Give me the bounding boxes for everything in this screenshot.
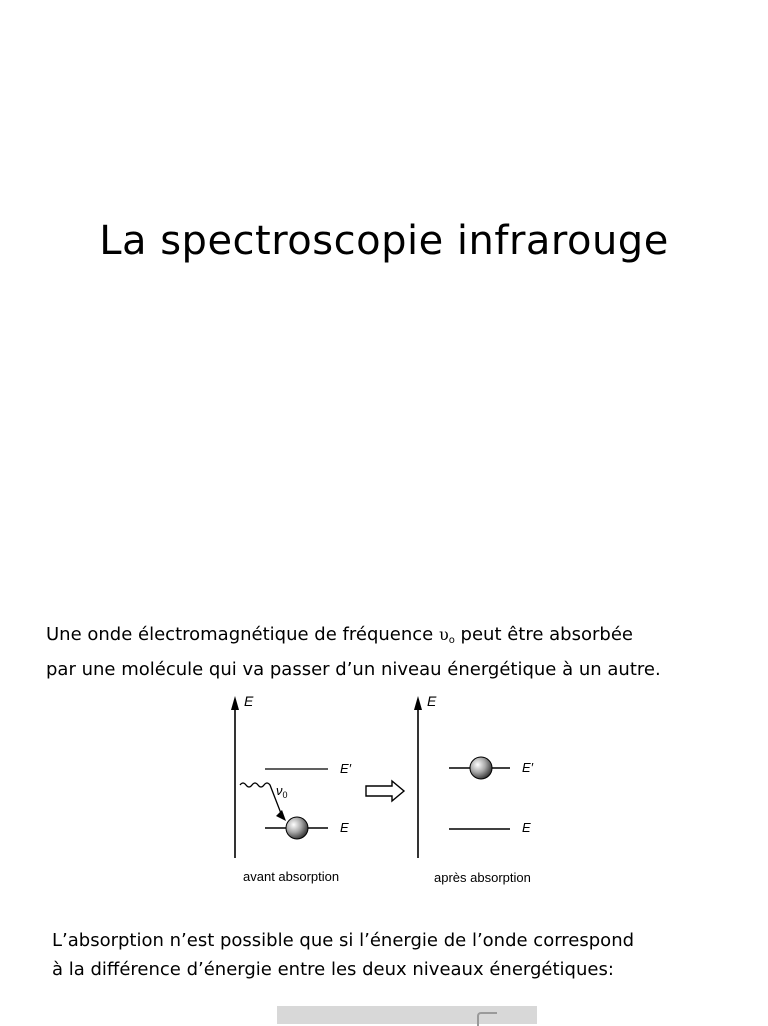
lower-level-label-left: E bbox=[340, 820, 349, 835]
intro-line-1: Une onde électromagnétique de fréquence … bbox=[46, 620, 736, 655]
frequency-subscript: o bbox=[448, 635, 455, 646]
molecule-ball-icon bbox=[285, 816, 309, 840]
axis-label-right: E bbox=[427, 693, 437, 709]
intro-text-b: peut être absorbée bbox=[454, 624, 633, 645]
photon-wave-icon bbox=[239, 782, 283, 817]
excited-molecule-ball-icon bbox=[469, 756, 493, 780]
condition-line-1: L’absorption n’est possible que si l’éne… bbox=[52, 930, 635, 951]
intro-line-2: par une molécule qui va passer d’un nive… bbox=[46, 659, 661, 680]
frequency-symbol: υ bbox=[438, 625, 449, 644]
axis-arrow-right bbox=[414, 696, 422, 710]
caption-after: après absorption bbox=[434, 870, 531, 885]
figure-fragment-icon bbox=[477, 1012, 497, 1026]
photon-arrow-head bbox=[276, 810, 286, 821]
upper-level-label-left: E′ bbox=[340, 761, 352, 776]
intro-paragraph: Une onde électromagnétique de fréquence … bbox=[46, 620, 736, 684]
lower-level-label-right: E bbox=[522, 820, 531, 835]
partial-figure-image bbox=[277, 1006, 537, 1026]
upper-level-label-right: E′ bbox=[522, 760, 534, 775]
caption-before: avant absorption bbox=[243, 869, 339, 884]
transition-arrow-icon bbox=[365, 779, 406, 803]
before-panel: E E′ E ν0 avant absorption bbox=[231, 693, 352, 884]
axis-arrow-left bbox=[231, 696, 239, 710]
condition-line-2: à la différence d’énergie entre les deux… bbox=[52, 959, 614, 980]
intro-text-a: Une onde électromagnétique de fréquence bbox=[46, 624, 439, 645]
slide-title: La spectroscopie infrarouge bbox=[99, 218, 669, 264]
axis-label-left: E bbox=[244, 693, 254, 709]
energy-level-diagram: E E′ E ν0 avant absorption E E′ E après … bbox=[231, 693, 534, 885]
photon-frequency-label: ν0 bbox=[276, 783, 288, 800]
after-panel: E E′ E après absorption bbox=[414, 693, 534, 885]
condition-paragraph: L’absorption n’est possible que si l’éne… bbox=[52, 926, 742, 984]
